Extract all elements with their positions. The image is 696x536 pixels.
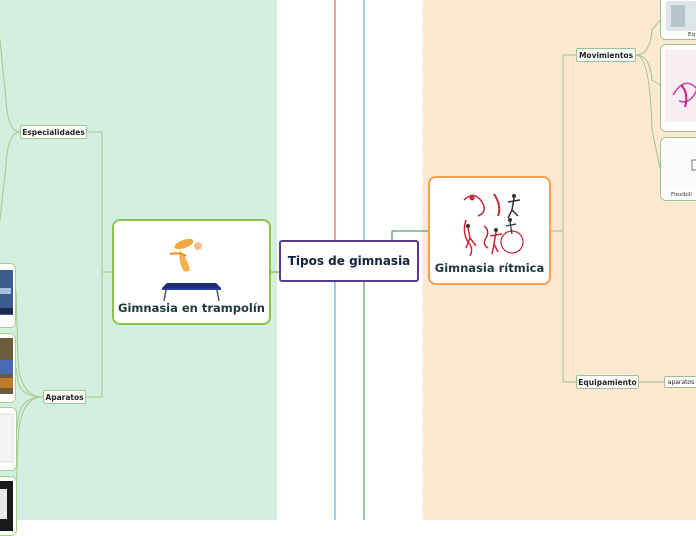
movimientos-image-card-2[interactable] [660, 44, 696, 132]
movimientos-image-card-1[interactable]: Eq [660, 0, 696, 40]
subtopic-especialidades-label: Especialidades [22, 127, 85, 137]
main-topic-ritmica-label: Gimnasia rítmica [434, 261, 545, 275]
trampoline-photo-3 [0, 408, 16, 470]
leaf-aparatos[interactable]: aparatos [664, 376, 696, 388]
connector-lines [0, 0, 664, 520]
especialidades-branches [0, 39, 21, 221]
subtopic-equipamiento-label: Equipamiento [578, 377, 637, 387]
subtopic-aparatos-label: Aparatos [45, 392, 84, 402]
movimientos-leaf-3-label: Flexibili [671, 192, 692, 198]
subtopic-movimientos[interactable]: Movimientos [576, 48, 636, 62]
subtopic-especialidades[interactable]: Especialidades [20, 125, 87, 139]
trampoline-photo-1 [0, 264, 15, 327]
trampoline-photo-4 [0, 477, 16, 535]
main-topic-ritmica[interactable]: Gimnasia rítmica [428, 176, 551, 285]
movimientos-leaf-1-label: Eq [688, 32, 695, 38]
movement-photo-1 [661, 0, 696, 39]
movement-photo-3 [661, 138, 696, 200]
main-topic-trampolin[interactable]: Gimnasia en trampolín [112, 219, 271, 325]
movimientos-image-card-3[interactable]: Flexibili [660, 137, 696, 201]
trampoline-image [154, 230, 229, 302]
leaf-aparatos-label: aparatos [667, 378, 695, 386]
aparatos-image-card-2[interactable] [0, 333, 16, 403]
trampoline-photo-2 [0, 334, 15, 402]
central-topic-label: Tipos de gimnasia [287, 254, 411, 268]
main-topic-trampolin-label: Gimnasia en trampolín [118, 301, 265, 315]
right-region-edge [422, 0, 425, 520]
movement-photo-2 [661, 45, 696, 131]
movimientos-branches [635, 19, 661, 169]
green-connector-line [363, 230, 428, 520]
subtopic-equipamiento[interactable]: Equipamiento [576, 375, 639, 389]
left-region-edge [274, 0, 277, 520]
aparatos-image-card-4[interactable] [0, 476, 17, 536]
subtopic-aparatos[interactable]: Aparatos [43, 390, 86, 404]
right-topic-branches [551, 54, 576, 383]
aparatos-branches [15, 289, 44, 498]
rhythmic-gymnastics-image [454, 186, 528, 260]
central-topic[interactable]: Tipos de gimnasia [279, 240, 419, 282]
aparatos-image-card-3[interactable] [0, 407, 17, 471]
left-topic-branches [85, 131, 112, 398]
aparatos-image-card-1[interactable] [0, 263, 16, 328]
subtopic-movimientos-label: Movimientos [578, 50, 634, 60]
